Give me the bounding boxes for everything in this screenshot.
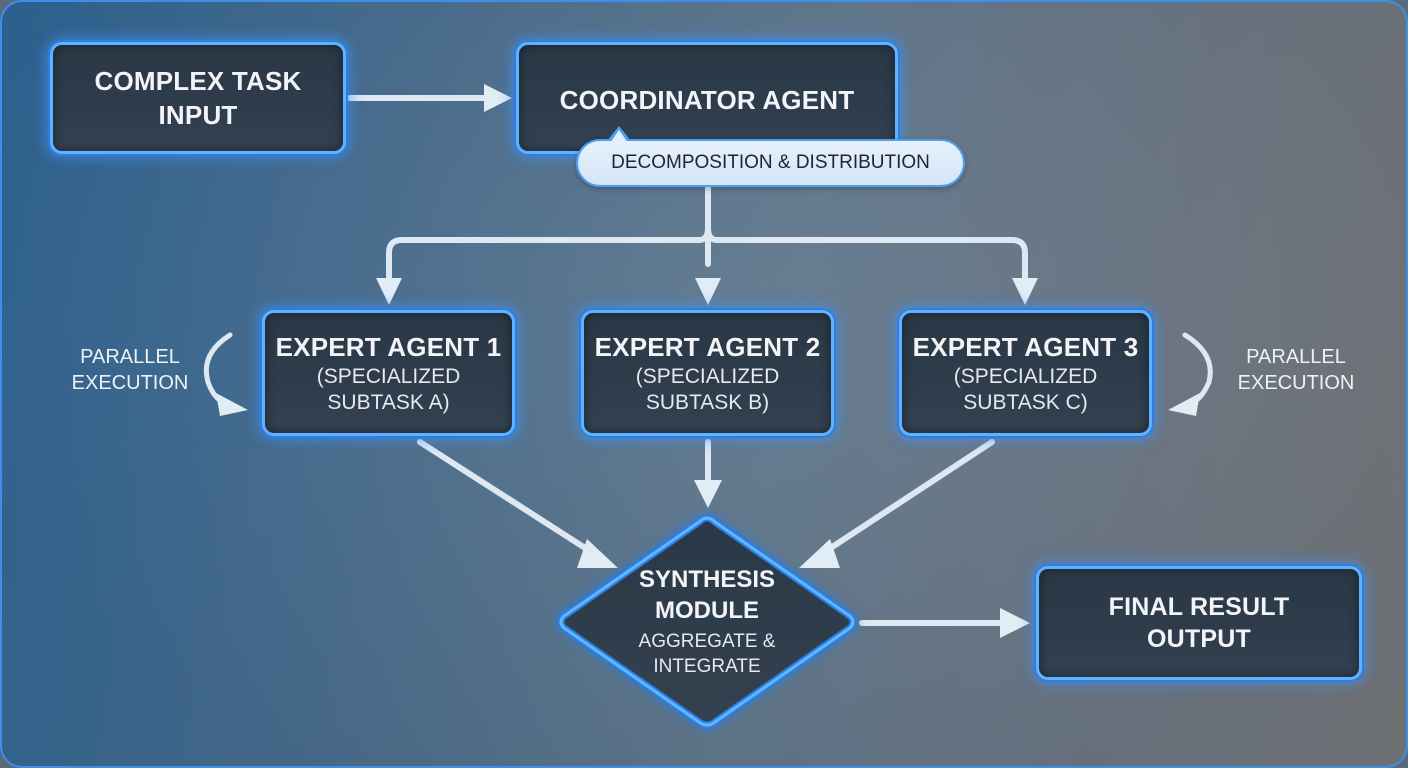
coordinator-agent-node[interactable]: COORDINATOR AGENT [516,42,898,154]
final-node-label-line-2: OUTPUT [1147,625,1251,653]
expert-3-title: EXPERT AGENT 3 [912,332,1139,362]
expert-agent-3-node[interactable]: EXPERT AGENT 3 (SPECIALIZED SUBTASK C) [899,310,1152,436]
synthesis-module-node[interactable]: SYNTHESIS MODULE AGGREGATE & INTEGRATE [556,514,858,730]
final-result-output-node[interactable]: FINAL RESULT OUTPUT [1036,566,1362,680]
input-node-label-line-1: COMPLEX TASK [94,66,302,96]
callout-pointer-fill [610,130,628,143]
synthesis-title-line-2: MODULE [655,597,759,624]
expert-agent-1-node[interactable]: EXPERT AGENT 1 (SPECIALIZED SUBTASK A) [262,310,515,436]
synthesis-title-line-1: SYNTHESIS [638,566,776,593]
edge-expert-3-to-synthesis [817,439,995,558]
decomposition-callout: DECOMPOSITION & DISTRIBUTION [576,139,965,187]
coordinator-node-label: COORDINATOR AGENT [559,85,855,115]
arrowhead-input-to-coordinator [484,84,512,112]
arrowhead-to-expert-1 [376,278,402,305]
expert-2-sub-line-1: (SPECIALIZED [635,365,780,388]
expert-2-sub-line-2: SUBTASK B) [645,391,770,414]
expert-1-sub-line-2: SUBTASK A) [327,391,450,414]
expert-3-sub-line-1: (SPECIALIZED [953,365,1098,388]
complex-task-input-node[interactable]: COMPLEX TASK INPUT [50,42,346,154]
expert-2-title: EXPERT AGENT 2 [594,332,821,362]
arrowhead-parallel-left [216,393,248,416]
synthesis-text: SYNTHESIS MODULE AGGREGATE & INTEGRATE [556,564,858,679]
synthesis-sub-line-2: INTEGRATE [653,656,761,677]
final-node-label-line-1: FINAL RESULT [1108,593,1290,621]
parallel-execution-label-right: PARALLEL EXECUTION [1224,344,1368,396]
arrowhead-synthesis-to-final [1000,608,1030,638]
arrowhead-parallel-right [1168,393,1200,416]
side-right-line-2: EXECUTION [1237,372,1355,394]
side-left-line-1: PARALLEL [80,346,180,368]
input-node-label-line-2: INPUT [158,100,238,130]
edge-coordinator-to-expert-3 [714,237,1028,285]
arrowhead-to-expert-3 [1012,278,1038,305]
arrowhead-expert-3-to-synthesis [799,539,840,568]
expert-3-sub-line-2: SUBTASK C) [963,391,1088,414]
expert-agent-2-node[interactable]: EXPERT AGENT 2 (SPECIALIZED SUBTASK B) [581,310,834,436]
synthesis-diamond-shape [557,514,857,729]
arrowhead-expert-2-to-synthesis [694,480,722,508]
edge-branch-join [696,225,720,243]
expert-1-sub-line-1: (SPECIALIZED [316,365,461,388]
arrowhead-to-expert-2 [695,278,721,305]
parallel-arrow-right-curve [1182,332,1213,407]
edge-expert-1-to-synthesis [417,439,599,558]
callout-label: DECOMPOSITION & DISTRIBUTION [611,152,930,173]
parallel-execution-label-left: PARALLEL EXECUTION [60,344,200,396]
expert-1-title: EXPERT AGENT 1 [275,332,502,362]
edge-coordinator-to-expert-1 [386,237,702,285]
side-right-line-1: PARALLEL [1246,346,1346,368]
side-left-line-2: EXECUTION [71,372,189,394]
arrowhead-expert-1-to-synthesis [577,539,618,568]
parallel-arrow-left-curve [203,332,233,407]
synthesis-sub-line-1: AGGREGATE & [638,631,776,652]
